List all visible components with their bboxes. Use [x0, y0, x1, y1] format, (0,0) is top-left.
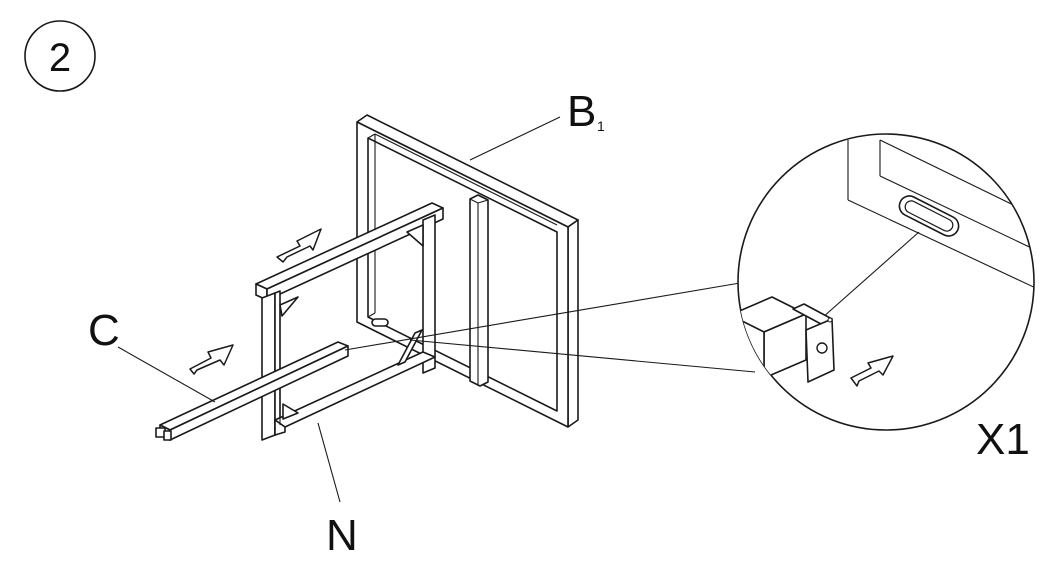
slot-hole-icon	[371, 318, 389, 327]
step-badge: 2	[24, 20, 96, 92]
label-c: C	[88, 306, 120, 355]
direction-arrow-icon	[189, 344, 234, 375]
detail-callout-line	[409, 339, 756, 373]
direction-arrow-icon	[850, 355, 894, 387]
rail-c	[155, 341, 349, 441]
leader-line-c	[117, 346, 216, 403]
detail-callout-line	[344, 282, 741, 351]
label-x1: X1	[976, 415, 1030, 464]
leader-line-n	[317, 422, 341, 503]
bolt-hole-icon	[816, 342, 828, 354]
step-number: 2	[49, 36, 71, 80]
label-b-subscript: 1	[597, 118, 605, 134]
direction-arrow-icon	[276, 228, 322, 263]
detail-view-x1	[737, 133, 1035, 431]
label-n: N	[326, 511, 358, 560]
slot-hole-icon	[898, 195, 960, 237]
back-frame-b1	[356, 114, 579, 428]
leader-line-b1	[469, 116, 561, 161]
label-b: B	[567, 87, 596, 136]
front-frame-n	[255, 202, 444, 441]
